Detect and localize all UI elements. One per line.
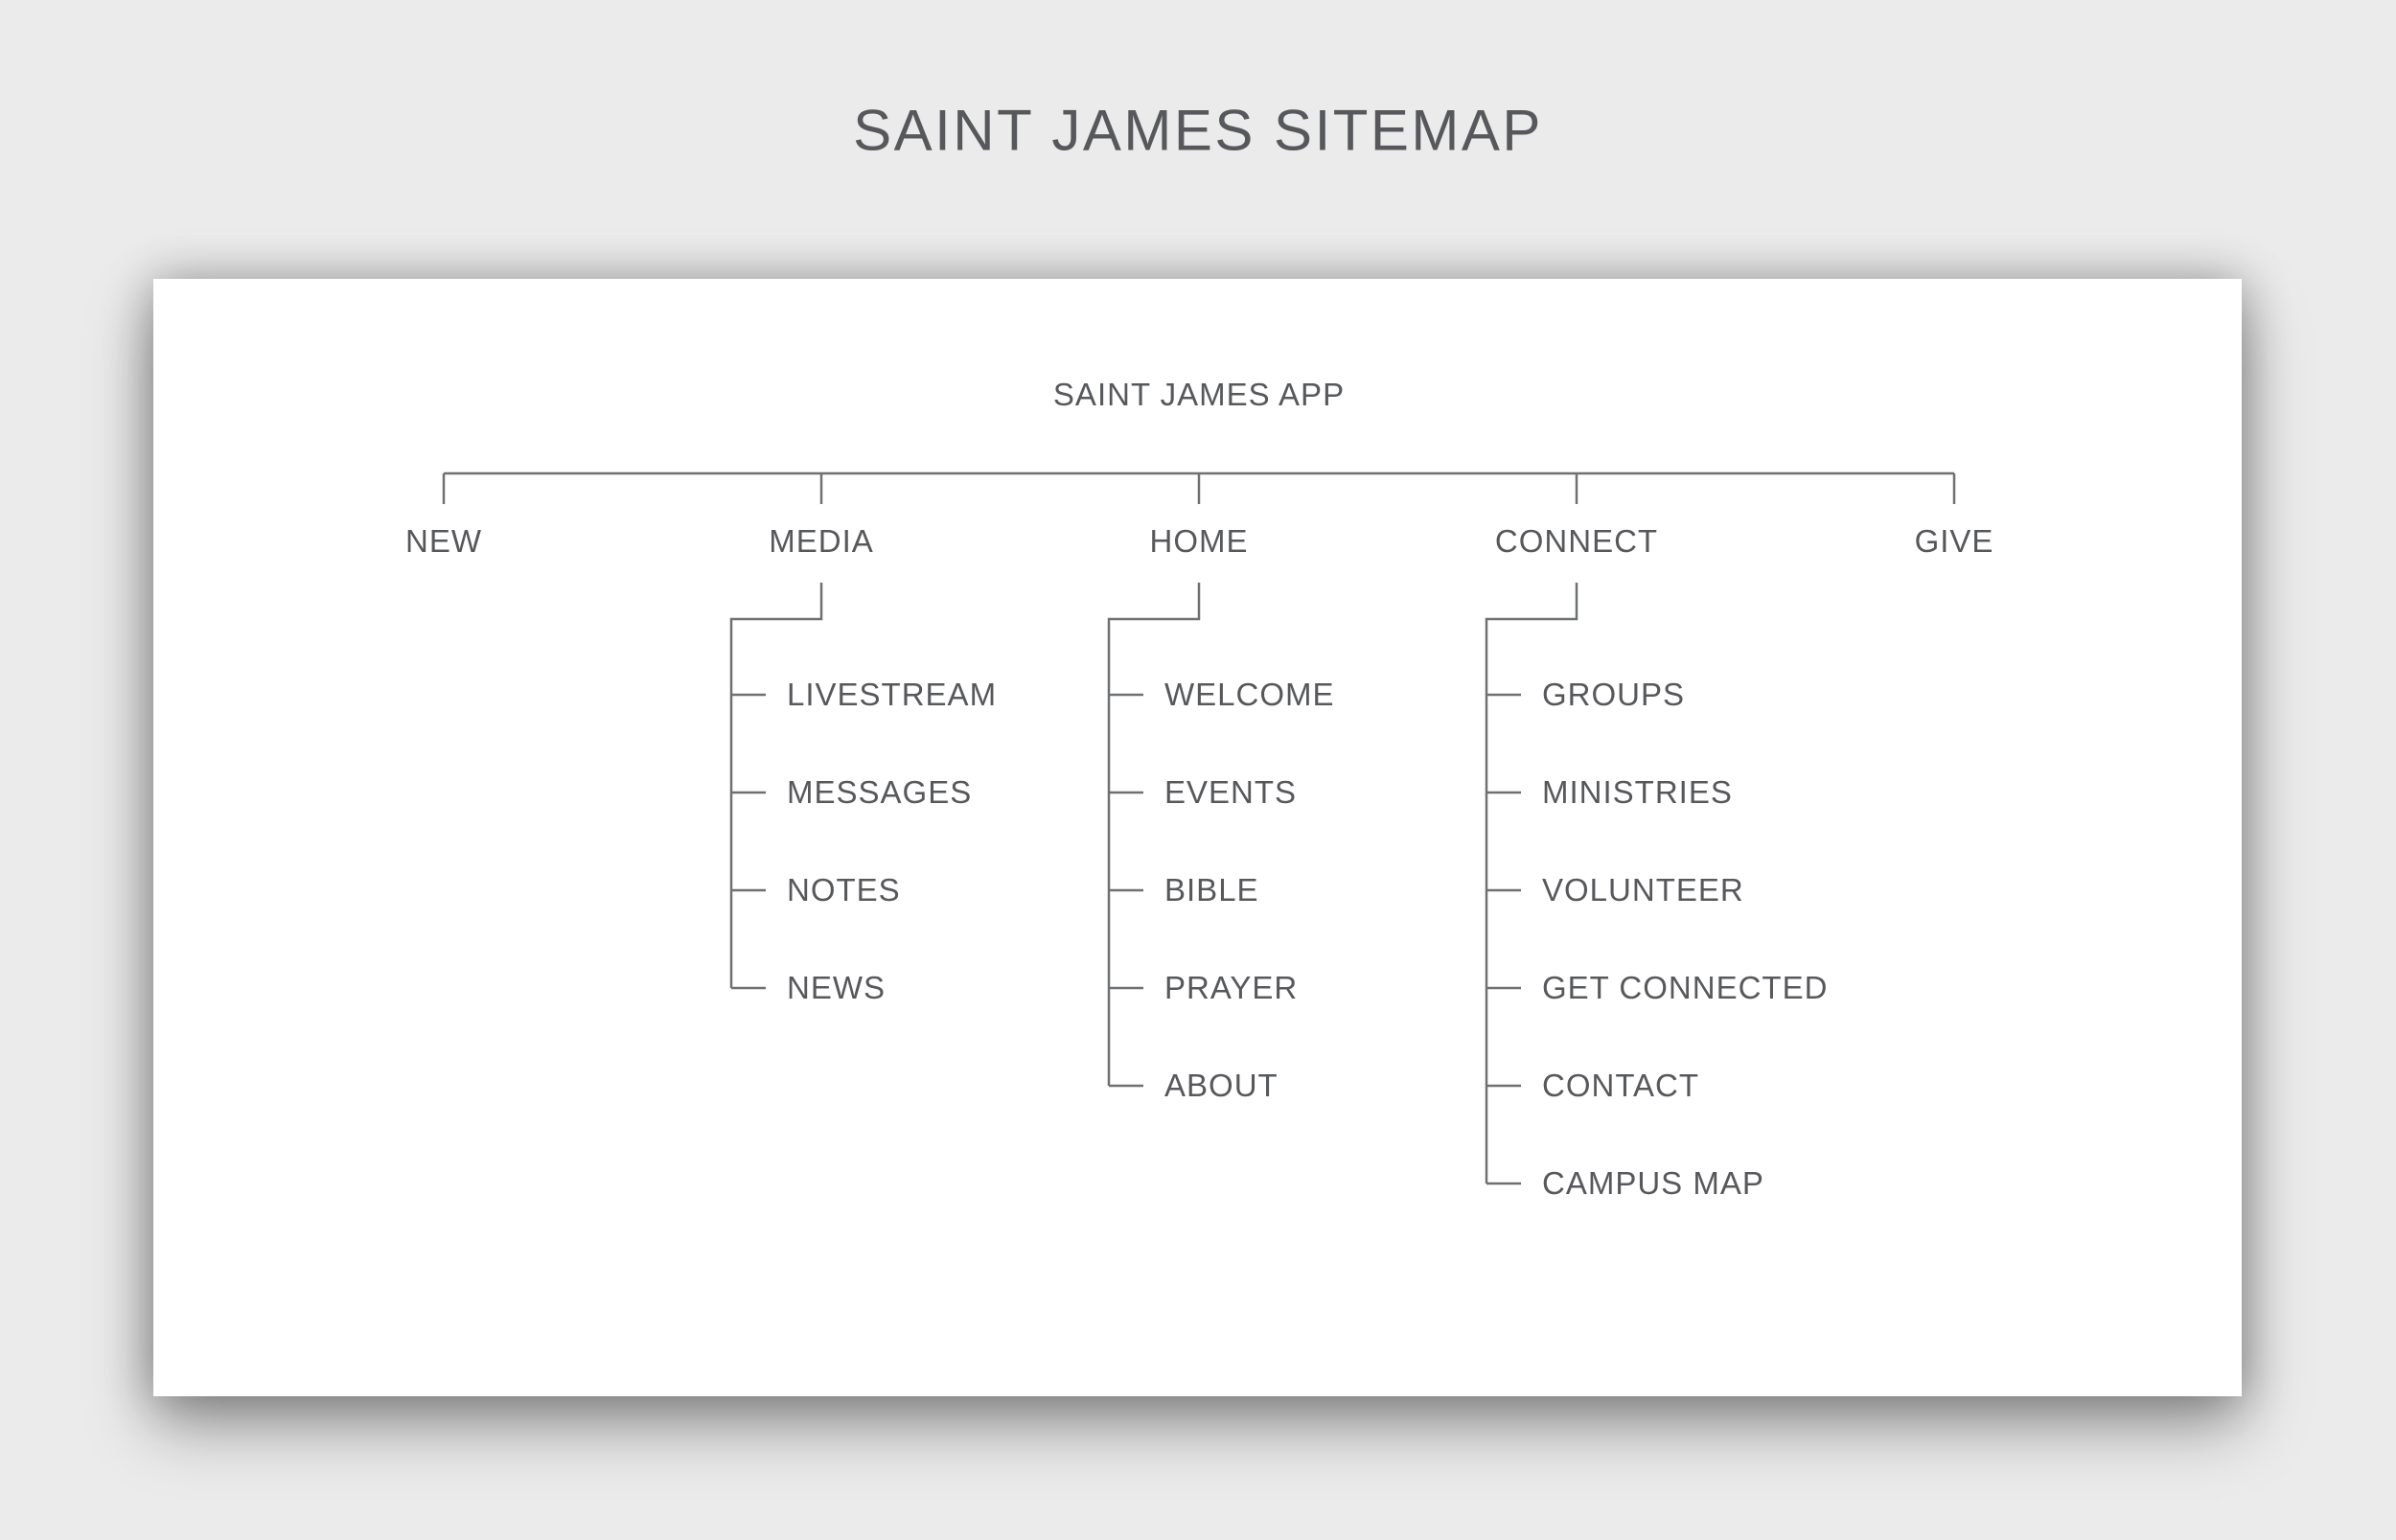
sitemap-node-media: MEDIA [769,523,874,559]
branch-spine-media [729,583,823,988]
connector-lines [442,471,1956,1185]
sitemap-node-bible: BIBLE [1164,872,1259,908]
sitemap-node-campus-map: CAMPUS MAP [1542,1165,1764,1201]
sitemap-node-groups: GROUPS [1542,677,1686,712]
sitemap-node-ministries: MINISTRIES [1542,774,1733,810]
sitemap-node-get-connected: GET CONNECTED [1542,970,1829,1005]
sitemap-node-connect: CONNECT [1494,523,1659,559]
sitemap-node-welcome: WELCOME [1164,677,1335,712]
sitemap-node-about: ABOUT [1164,1068,1279,1103]
sitemap-root-node: SAINT JAMES APP [1052,377,1346,412]
sitemap-node-notes: NOTES [787,872,901,908]
sitemap-node-livestream: LIVESTREAM [787,677,998,712]
page-title: SAINT JAMES SITEMAP [853,98,1543,163]
sitemap-node-home: HOME [1149,523,1249,559]
sitemap-node-prayer: PRAYER [1164,970,1299,1005]
sitemap-node-news: NEWS [787,970,886,1005]
sitemap-node-new: NEW [405,523,482,559]
sitemap-node-give: GIVE [1914,523,1994,559]
sitemap-card: SAINT JAMES APP NEW MEDIA LIVESTREAM MESSAG… [153,279,2242,1396]
branch-spine-connect [1485,583,1578,1184]
branch-spine-home [1107,583,1201,1086]
sitemap-node-events: EVENTS [1164,774,1298,810]
sitemap-node-contact: CONTACT [1542,1068,1700,1103]
sitemap-node-messages: MESSAGES [787,774,973,810]
sitemap-node-volunteer: VOLUNTEER [1542,872,1744,908]
